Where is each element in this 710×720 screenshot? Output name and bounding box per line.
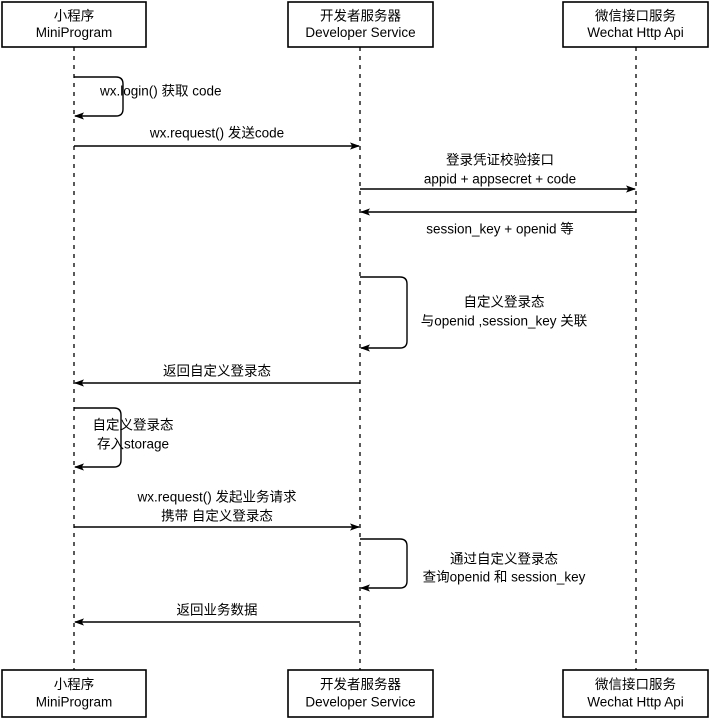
message-label: 返回业务数据 — [177, 603, 258, 618]
self-message-loop — [74, 76, 124, 120]
actor-box-frame — [562, 1, 709, 48]
actor-box-frame — [287, 1, 434, 48]
message-label: 自定义登录态 — [464, 295, 545, 310]
actor-box-frame — [562, 669, 709, 718]
actor-box-frame — [1, 1, 147, 48]
message-label: wx.request() 发起业务请求 — [136, 490, 297, 505]
message-label: 通过自定义登录态 — [450, 552, 558, 567]
actor-name-cn: 微信接口服务 — [595, 676, 676, 692]
actor-name-cn: 开发者服务器 — [320, 8, 401, 23]
actor-name-cn: 开发者服务器 — [320, 677, 401, 692]
actor-name-en: MiniProgram — [36, 694, 113, 709]
messages-layer: wx.login() 获取 code wx.request() 发送code 登录凭… — [74, 76, 636, 626]
message-label: appid + appsecret + code — [424, 172, 576, 187]
message-label: session_key + openid 等 — [426, 221, 573, 237]
message-label: 与openid ,session_key 关联 — [421, 314, 588, 329]
message-label: wx.request() 发送code — [149, 126, 284, 141]
actor-box-miniprogram-bottom[interactable]: 小程序 MiniProgram — [1, 669, 147, 718]
message-label: 返回自定义登录态 — [163, 364, 271, 379]
self-message-loop — [74, 407, 122, 471]
actor-name-en: MiniProgram — [36, 25, 113, 40]
actor-name-en: Developer Service — [305, 25, 415, 40]
actor-name-cn: 小程序 — [54, 8, 95, 23]
message-m4[interactable]: session_key + openid 等 — [360, 208, 636, 237]
actor-box-frame — [287, 669, 434, 718]
actor-box-frame — [1, 669, 147, 718]
actor-box-developer-service-top[interactable]: 开发者服务器 Developer Service — [287, 1, 434, 48]
actor-name-cn: 微信接口服务 — [595, 7, 676, 23]
message-label: wx.login() 获取 code — [99, 84, 222, 99]
self-message-loop — [360, 276, 408, 352]
message-label: 登录凭证校验接口 — [446, 152, 554, 168]
message-label: 存入storage — [97, 437, 169, 452]
actor-box-wechat-http-api-top[interactable]: 微信接口服务 Wechat Http Api — [562, 1, 709, 48]
actor-box-wechat-http-api-bottom[interactable]: 微信接口服务 Wechat Http Api — [562, 669, 709, 718]
message-label: 携带 自定义登录态 — [161, 509, 273, 524]
message-m2[interactable]: wx.request() 发送code — [74, 126, 360, 150]
message-m6[interactable]: 返回自定义登录态 — [74, 364, 360, 387]
message-label: 查询openid 和 session_key — [423, 570, 586, 585]
message-m1[interactable]: wx.login() 获取 code — [74, 76, 222, 120]
actor-box-developer-service-bottom[interactable]: 开发者服务器 Developer Service — [287, 669, 434, 718]
actor-name-en: Wechat Http Api — [587, 25, 684, 40]
message-m10[interactable]: 返回业务数据 — [74, 603, 360, 626]
actor-name-cn: 小程序 — [54, 677, 95, 692]
message-m3[interactable]: 登录凭证校验接口 appid + appsecret + code — [360, 152, 636, 193]
message-label: 自定义登录态 — [93, 418, 174, 433]
self-message-loop — [360, 538, 408, 592]
actor-name-en: Wechat Http Api — [587, 694, 684, 709]
actor-box-miniprogram-top[interactable]: 小程序 MiniProgram — [1, 1, 147, 48]
actor-name-en: Developer Service — [305, 694, 415, 709]
